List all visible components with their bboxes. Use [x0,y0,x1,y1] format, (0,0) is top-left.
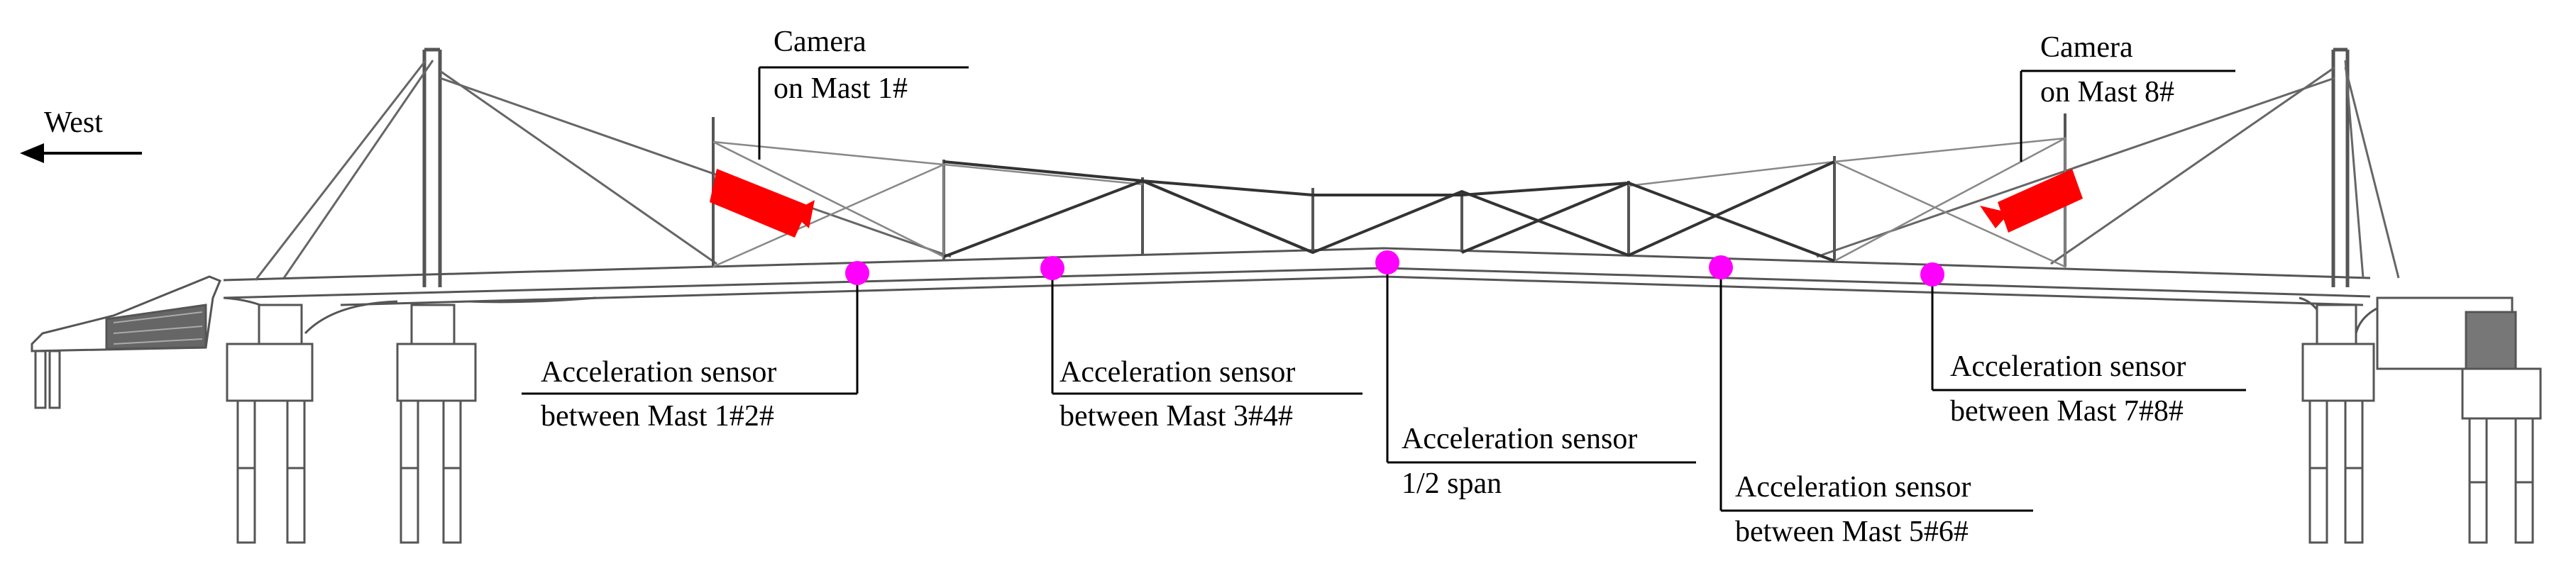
west-arrow-icon [20,143,44,163]
sensor-label-line1: Acceleration sensor [1735,471,1971,504]
deck-top-line [223,247,2371,282]
stay-cables [254,60,2400,281]
camera-label-line1: Camera [774,26,866,58]
camera-label-line1: Camera [2040,31,2133,64]
pier-west-2 [396,304,477,544]
camera-on-mast-1: Camera on Mast 1# [710,26,969,238]
camera-icon [1998,169,2083,233]
pier-east-1 [2301,304,2375,544]
sensor-label-line2: between Mast 1#2# [541,400,774,433]
camera-label-line2: on Mast 8# [2040,76,2174,109]
sensor-label-line2: between Mast 7#8# [1950,395,2184,428]
sensor-between-mast-3-4: Acceleration sensor between Mast 3#4# [1040,256,1363,433]
sensor-between-mast-7-8: Acceleration sensor between Mast 7#8# [1920,262,2246,428]
bridge-deck [223,247,2413,335]
sensor-label-line1: Acceleration sensor [541,356,776,389]
main-towers [422,48,2350,287]
camera-lens-icon [791,200,815,228]
sensor-dot [1040,256,1064,280]
tower-east [2331,48,2350,287]
sensor-dot [1375,250,1399,274]
camera-label-line2: on Mast 1# [774,72,908,105]
sensor-label-line2: between Mast 3#4# [1059,400,1293,433]
sensor-dot [1920,262,1944,287]
sensor-dot [845,261,869,285]
sensor-label-line1: Acceleration sensor [1059,356,1295,389]
piers [226,296,2542,544]
deck-bottom-line [340,275,2364,306]
direction-label: West [44,106,103,139]
pier-east-2 [2376,296,2542,544]
camera-lens-icon [1980,206,2010,228]
sensor-between-mast-5-6: Acceleration sensor between Mast 5#6# [1709,255,2033,548]
direction-indicator: West [20,106,142,163]
pier-west-1 [226,304,314,544]
deck-upper-chord [223,267,2371,299]
sensor-dot [1709,255,1733,279]
camera-on-mast-8: Camera on Mast 8# [1980,31,2235,233]
sensor-label-line2: 1/2 span [1402,467,1502,500]
sensor-label-line1: Acceleration sensor [1402,423,1637,455]
west-abutment [31,275,221,409]
camera-icon [710,169,809,238]
haunch-west-3 [468,296,597,304]
haunch-west-2 [304,300,398,335]
sensor-label-line2: between Mast 5#6# [1735,516,1969,548]
sensor-between-mast-1-2: Acceleration sensor between Mast 1#2# [522,261,869,433]
tower-west [422,48,442,287]
truss-cables [712,136,2066,268]
sensor-half-span: Acceleration sensor 1/2 span [1375,250,1696,500]
sensor-label-line1: Acceleration sensor [1950,350,2186,383]
